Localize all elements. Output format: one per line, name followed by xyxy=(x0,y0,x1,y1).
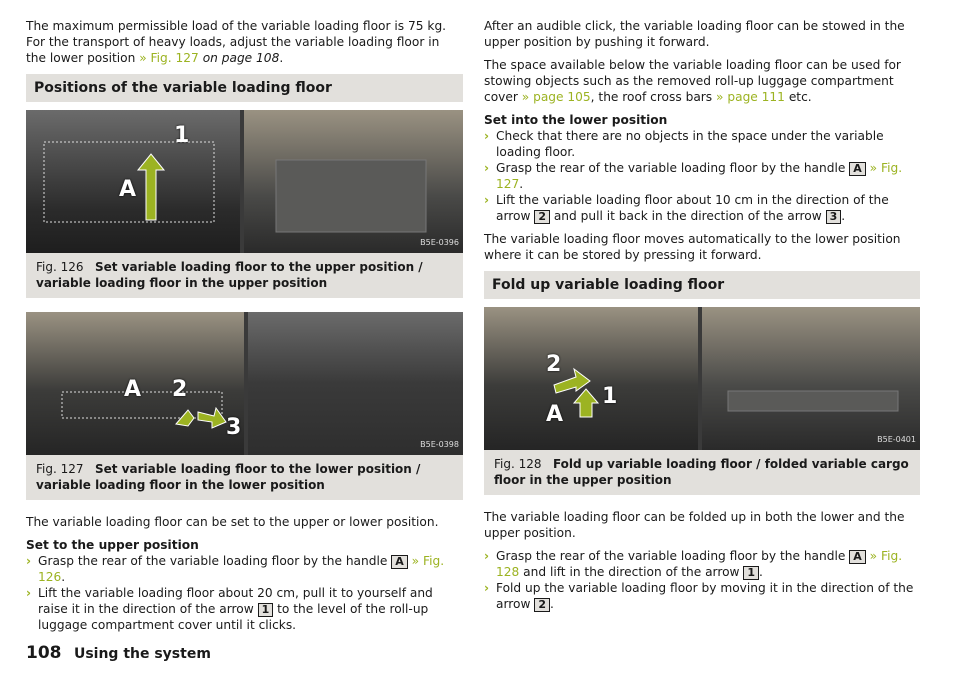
lower-step-2-text: Grasp the rear of the variable loading f… xyxy=(496,161,846,175)
fig127-link[interactable]: » Fig. 127 xyxy=(139,51,199,65)
upper-step-2-text: Lift the variable loading floor about 20… xyxy=(38,586,433,616)
key-2: 2 xyxy=(534,210,550,224)
storage-paragraph: The space available below the variable l… xyxy=(484,58,901,104)
key-2: 2 xyxy=(534,598,550,612)
right-column: After an audible click, the variable loa… xyxy=(484,18,920,612)
figure-128-caption: Fig. 128 Fold up variable loading floor … xyxy=(484,450,920,495)
figure-127-label-a: A xyxy=(124,377,142,402)
step-arrow-icon: › xyxy=(26,554,32,568)
figure-128-image: 2 1 A B5E-0401 xyxy=(484,307,920,450)
lower-step-1-text: Check that there are no objects in the s… xyxy=(496,129,884,159)
figure-126-overlay xyxy=(43,141,427,233)
lower-position-heading: Set into the lower position xyxy=(484,113,668,127)
storage-text-3: etc. xyxy=(788,90,812,104)
stow-paragraph: After an audible click, the variable loa… xyxy=(484,19,905,49)
figure-127-label-2: 2 xyxy=(172,377,188,402)
figure-126-label-a: A xyxy=(119,177,137,202)
lower-step-3-text: Lift the variable loading floor about 10… xyxy=(496,193,889,223)
page111-link[interactable]: » page 111 xyxy=(716,90,785,104)
figure-128-caption-text: Fold up variable loading floor / folded … xyxy=(494,457,909,487)
figure-126-number: Fig. 126 xyxy=(36,260,84,274)
step-arrow-icon: › xyxy=(484,193,490,207)
key-1: 1 xyxy=(257,603,274,617)
figure-128-label-1: 1 xyxy=(602,384,618,409)
step-arrow-icon: › xyxy=(484,581,490,595)
figure-127-caption-text: Set variable loading floor to the lower … xyxy=(36,462,421,492)
fold-step-2-text: Fold up the variable loading floor by mo… xyxy=(496,581,914,611)
key-a: A xyxy=(849,162,866,176)
section-positions-title: Positions of the variable loading floor xyxy=(26,74,463,102)
fold-step-1: › Grasp the rear of the variable loading… xyxy=(484,549,903,580)
fold-step-1-text: Grasp the rear of the variable loading f… xyxy=(496,549,846,563)
page-number: 108 xyxy=(26,643,62,663)
step-arrow-icon: › xyxy=(26,586,32,600)
page-footer: 108 Using the system xyxy=(26,643,211,663)
figure-127-caption: Fig. 127 Set variable loading floor to t… xyxy=(26,455,463,500)
figure-128-number: Fig. 128 xyxy=(494,457,542,471)
lower-step-3-text-2: and pull it back in the direction of the… xyxy=(553,209,822,223)
lower-step-3: › Lift the variable loading floor about … xyxy=(484,193,889,224)
upper-step-1: › Grasp the rear of the variable loading… xyxy=(26,554,445,584)
figure-127-code: B5E-0398 xyxy=(420,440,459,449)
figure-127-label-3: 3 xyxy=(226,415,242,440)
upper-step-1-text: Grasp the rear of the variable loading f… xyxy=(38,554,388,568)
fig126-link[interactable]: » Fig. 126 xyxy=(38,554,445,584)
intro-page-ref: on page 108 xyxy=(202,51,280,65)
body-text: The variable loading floor can be set to… xyxy=(26,515,439,529)
storage-text-2: the roof cross bars xyxy=(598,90,713,104)
upper-step-2: › Lift the variable loading floor about … xyxy=(26,585,463,633)
figure-128-overlay xyxy=(553,367,899,418)
storage-text: The space available below the variable l… xyxy=(484,58,901,104)
page105-link[interactable]: » page 105 xyxy=(521,90,591,104)
figure-128-code: B5E-0401 xyxy=(877,435,916,444)
lower-step-1: › Check that there are no objects in the… xyxy=(484,128,920,160)
fig128-link[interactable]: » Fig. 128 xyxy=(496,549,903,579)
figure-126-caption: Fig. 126 Set variable loading floor to t… xyxy=(26,253,463,298)
figure-126-code: B5E-0396 xyxy=(420,238,459,247)
key-3: 3 xyxy=(825,210,842,224)
figure-127-number: Fig. 127 xyxy=(36,462,84,476)
upper-step-2-tail: to the level of the roll-up luggage comp… xyxy=(38,602,429,632)
figure-128: 2 1 A B5E-0401 Fig. 128 Fold up variable… xyxy=(484,307,920,495)
intro-paragraph: The maximum permissible load of the vari… xyxy=(26,19,447,65)
step-arrow-icon: › xyxy=(484,161,490,175)
figure-126: 1 A B5E-0396 Fig. 126 Set variable loadi… xyxy=(26,110,463,298)
figure-126-caption-text: Set variable loading floor to the upper … xyxy=(36,260,423,290)
figure-127-image: A 2 3 B5E-0398 xyxy=(26,312,463,455)
section-fold-title: Fold up variable loading floor xyxy=(484,271,920,299)
key-a: A xyxy=(849,550,866,564)
fold-paragraph: The variable loading floor can be folded… xyxy=(484,510,905,540)
step-arrow-icon: › xyxy=(484,129,490,143)
fig127-link[interactable]: » Fig. 127 xyxy=(496,161,903,191)
figure-127-overlay xyxy=(61,391,227,429)
figure-126-image: 1 A B5E-0396 xyxy=(26,110,463,253)
fold-step-2: › Fold up the variable loading floor by … xyxy=(484,581,914,612)
key-1: 1 xyxy=(743,566,760,580)
figure-126-label-1: 1 xyxy=(174,123,190,148)
left-column: The maximum permissible load of the vari… xyxy=(26,18,463,633)
figure-128-label-a: A xyxy=(546,402,564,427)
upper-position-heading: Set to the upper position xyxy=(26,538,199,552)
intro-text: The maximum permissible load of the vari… xyxy=(26,19,447,65)
step-arrow-icon: › xyxy=(484,549,490,563)
auto-lower-paragraph: The variable loading floor moves automat… xyxy=(484,232,901,262)
lower-step-2: › Grasp the rear of the variable loading… xyxy=(484,161,903,191)
figure-127: A 2 3 B5E-0398 Fig. 127 Set variable loa… xyxy=(26,312,463,500)
figure-128-label-2: 2 xyxy=(546,352,562,377)
chapter-title: Using the system xyxy=(73,646,211,662)
fold-step-1-text-2: and lift in the direction of the arrow xyxy=(523,565,740,579)
key-a: A xyxy=(391,555,408,569)
